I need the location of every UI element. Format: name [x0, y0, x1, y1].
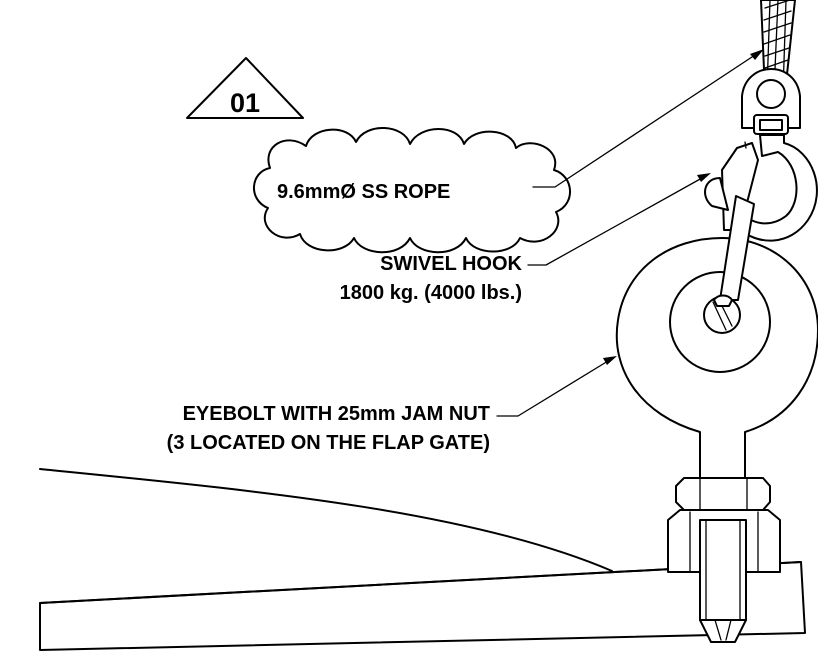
- swivel-hook: [704, 134, 818, 242]
- hook-label-line1: SWIVEL HOOK: [380, 253, 522, 275]
- gate-top-curve: [39, 468, 613, 572]
- arrow-head: [603, 356, 617, 365]
- jam-nut-assembly: [667, 477, 781, 643]
- detail-number: 01: [230, 88, 260, 118]
- detail-triangle: [186, 57, 304, 119]
- hook-label-line2: 1800 kg. (4000 lbs.): [340, 282, 522, 304]
- rope-label: 9.6mmØ SS ROPE: [277, 181, 450, 203]
- gate-plate-edge: [39, 561, 806, 651]
- revision-cloud: [253, 127, 571, 254]
- leader-eyebolt: [496, 356, 617, 417]
- arrow-head: [697, 173, 711, 182]
- eyebolt-label-line2: (3 LOCATED ON THE FLAP GATE): [167, 432, 490, 454]
- eyebolt-label-line1: EYEBOLT WITH 25mm JAM NUT: [183, 403, 490, 425]
- leader-rope: [532, 49, 764, 188]
- eyebolt: [615, 195, 818, 481]
- arrow-head: [750, 49, 764, 60]
- detail-marker: 01: [186, 57, 304, 119]
- leader-hook: [527, 173, 711, 266]
- swivel-eye: [741, 68, 801, 135]
